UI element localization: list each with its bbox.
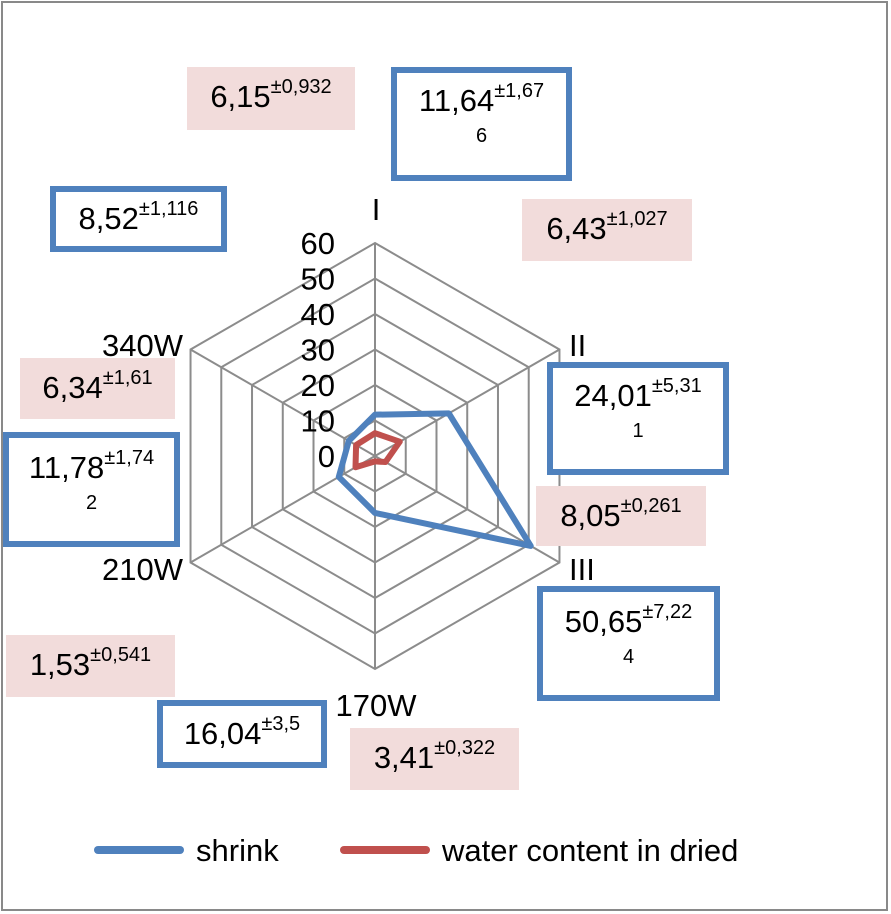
annotation-value: 6,15±0,932 (210, 76, 332, 114)
category-label: II (569, 328, 586, 363)
annotation-value: 50,65±7,22 (564, 601, 693, 639)
series-layer (335, 410, 534, 549)
tick-label: 60 (301, 226, 335, 261)
annotation-value: 1,53±0,541 (29, 644, 152, 682)
annotation-note: 4 (622, 646, 635, 668)
annotation-note: 1 (632, 420, 644, 442)
annotation-value: 16,04±3,5 (183, 713, 301, 751)
grid-spoke (190, 348, 376, 457)
annotation-box-a2: 11,64±1,67 6 (391, 67, 572, 181)
annotation-box-a6: 24,01±5,31 1 (547, 362, 729, 475)
annotation-box-a1: 6,15±0,932 (187, 67, 355, 130)
tick-label: 20 (301, 368, 335, 403)
annotation-note: 6 (475, 125, 488, 147)
annotation-box-a4: 6,43±1,027 (522, 199, 692, 261)
tick-label: 0 (318, 439, 335, 474)
legend-label: shrink (196, 833, 279, 868)
annotation-box-a12: 3,41±0,322 (350, 728, 519, 790)
category-label: III (569, 552, 595, 587)
category-label: 340W (102, 328, 184, 363)
annotation-value: 8,05±0,261 (560, 495, 682, 533)
annotation-box-a8: 8,05±0,261 (536, 486, 706, 546)
category-label: 170W (336, 688, 418, 723)
annotation-box-a10: 1,53±0,541 (6, 635, 175, 697)
series-line-water-content (352, 430, 403, 471)
annotation-value: 6,34±1,61 (42, 367, 153, 405)
annotation-box-a9: 50,65±7,22 4 (537, 586, 720, 701)
annotation-box-a11: 16,04±3,5 (157, 700, 327, 768)
annotation-value: 24,01±5,31 (574, 375, 702, 413)
grid-spoke (190, 455, 376, 564)
category-label: I (372, 192, 381, 227)
tick-label: 40 (301, 297, 335, 332)
radar-grid (189, 241, 561, 671)
legend: shrink water content in dried (94, 833, 738, 868)
tick-label: 50 (301, 262, 335, 297)
annotation-box-a7: 11,78±1,74 2 (3, 432, 180, 547)
annotation-box-a5: 6,34±1,61 (20, 358, 175, 419)
annotation-value: 6,43±1,027 (546, 208, 668, 246)
tick-label: 30 (301, 333, 335, 368)
annotation-value: 11,64±1,67 (418, 80, 545, 118)
annotation-note: 2 (85, 492, 98, 514)
series-line-shrink (335, 410, 534, 549)
annotation-value: 11,78±1,74 (28, 447, 155, 485)
category-label: 210W (102, 552, 184, 587)
tick-label: 10 (301, 404, 335, 439)
annotation-value: 8,52±1,116 (78, 198, 199, 236)
annotation-value: 3,41±0,322 (373, 737, 496, 775)
grid-spoke (374, 348, 560, 457)
legend-label: water content in dried (441, 833, 738, 868)
annotation-box-a3: 8,52±1,116 (50, 186, 227, 252)
